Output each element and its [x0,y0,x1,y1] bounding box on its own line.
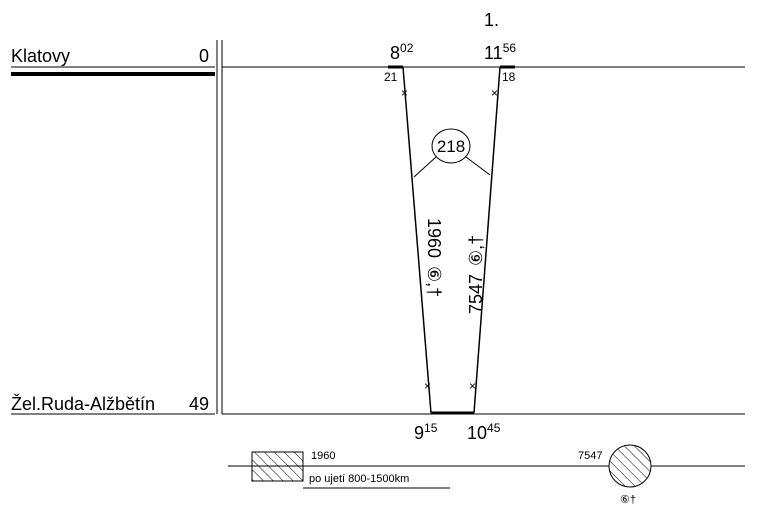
time-dep-7547: 1156 [484,41,516,63]
train-path-7547 [473,66,501,414]
legend-right-number: 7547 [578,450,602,462]
svg-text:1960⑥,†: 1960 ⑥,† [424,218,444,297]
marker-x-top-left: × [401,86,408,100]
platform-1960: 21 [384,70,398,84]
marker-x-bottom-right: × [469,379,476,393]
platform-7547: 18 [502,70,516,84]
train-label-1960: 1960 ⑥,† [424,218,444,297]
legend-hatched-circle [608,444,652,488]
time-arr-1960-min: 15 [424,421,438,435]
legend-left-number: 1960 [311,450,335,462]
train-label-7547: 7547 ⑥,† [466,235,486,314]
station-name-klatovy: Klatovy [11,46,70,66]
legend-hatched-rect [251,451,304,482]
time-dep-1960-hour: 8 [390,43,400,63]
time-dep-7547-hour: 11 [484,43,503,63]
circulation-connector-left [413,156,437,178]
station-name-zelruda: Žel.Ruda-Alžbětín [11,394,155,414]
time-dep-1960-min: 02 [400,41,414,55]
time-dep-7547-min: 56 [503,41,517,55]
marker-x-bottom-left: × [424,379,431,393]
circulation-circle [431,128,471,164]
time-arr-7547-hour: 10 [467,423,487,443]
train-label-1960-number: 1960 [424,218,444,258]
svg-text:7547⑥,†: 7547 ⑥,† [466,235,486,314]
train-label-7547-symbols: ⑥,† [466,235,486,266]
circulation-number: 218 [437,137,465,156]
time-arr-1960-hour: 9 [414,423,424,443]
legend-left-note: po ujetí 800-1500km [309,473,409,485]
column-number: 1. [484,10,499,30]
time-arr-7547-min: 45 [487,421,501,435]
time-arr-1960: 915 [414,421,438,443]
time-dep-1960: 802 [390,41,414,63]
station-km-zelruda: 49 [189,394,209,414]
legend-right-symbol: ⑥† [620,494,636,506]
marker-x-top-right: × [491,86,498,100]
train-label-7547-number: 7547 [466,274,486,314]
train-path-1960 [402,66,432,414]
time-arr-7547: 1045 [467,421,501,443]
circulation-connector-right [465,156,491,176]
station-km-klatovy: 0 [199,46,209,66]
train-label-1960-symbols: ⑥,† [424,266,444,297]
